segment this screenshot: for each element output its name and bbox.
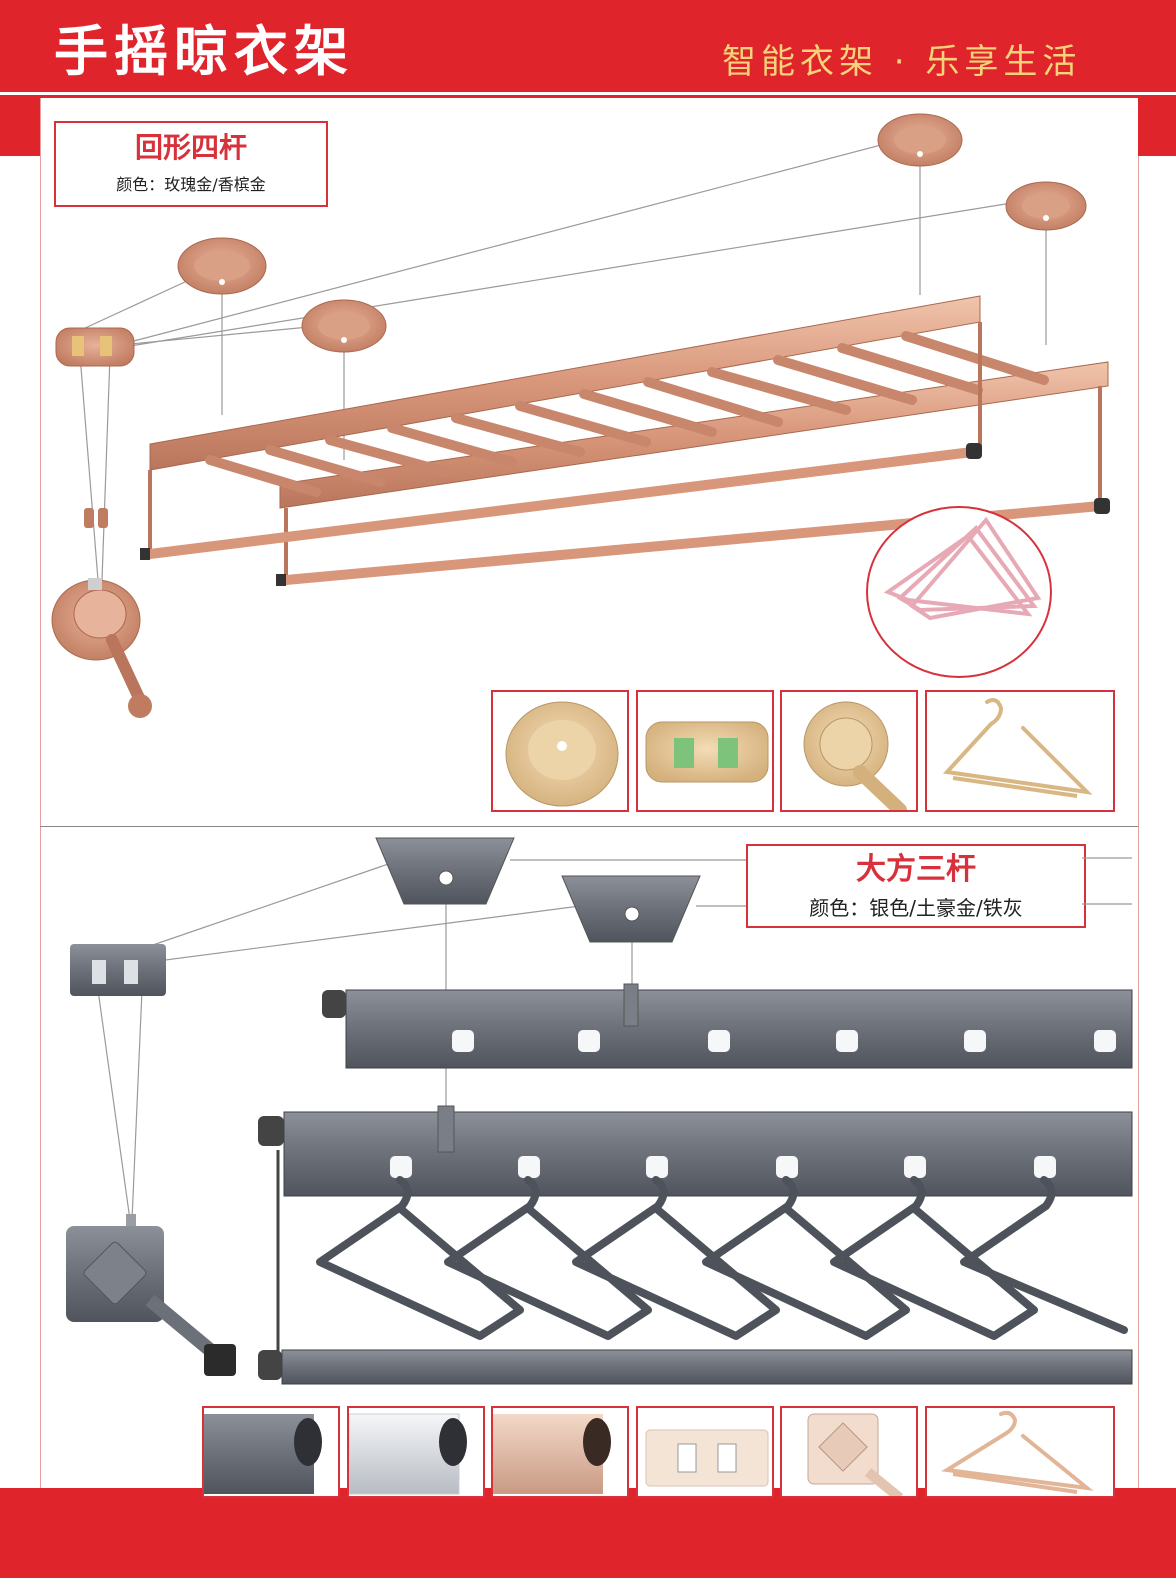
header-divider bbox=[0, 92, 1176, 95]
drying-rail bbox=[322, 983, 1133, 1069]
drying-rail bbox=[258, 1105, 1133, 1197]
page-title: 手摇晾衣架 bbox=[54, 20, 354, 83]
thumbnail-rail-silver-gray bbox=[202, 1406, 340, 1498]
hand-crank bbox=[66, 1214, 236, 1376]
hanger-icon bbox=[942, 698, 1093, 798]
section-divider bbox=[40, 826, 1138, 827]
thumbnail-hanger bbox=[925, 1406, 1115, 1498]
ceiling-disc bbox=[1005, 181, 1087, 231]
ceiling-disc bbox=[301, 299, 387, 353]
hand-crank-icon bbox=[807, 1413, 904, 1496]
pulley-block-icon bbox=[645, 721, 769, 783]
pulley-block bbox=[70, 944, 166, 996]
thumbnail-hand-crank bbox=[780, 1406, 918, 1498]
thumbnail-pulley-block bbox=[636, 690, 774, 812]
rail-profile-icon bbox=[349, 1413, 467, 1495]
pulley-block bbox=[55, 327, 135, 367]
ceiling-disc bbox=[177, 237, 267, 295]
product-colors: 颜色：银色/土豪金/铁灰 bbox=[809, 896, 1023, 920]
product-label-1: 回形四杆 颜色：玫瑰金/香槟金 bbox=[54, 121, 328, 207]
product-label-2: 大方三杆 颜色：银色/土豪金/铁灰 bbox=[746, 844, 1086, 928]
ceiling-mount bbox=[375, 837, 515, 905]
right-frame-line bbox=[1138, 156, 1139, 1488]
left-accent bbox=[0, 98, 40, 156]
product-name: 回形四杆 bbox=[134, 131, 247, 164]
ceiling-mount bbox=[561, 875, 701, 943]
hand-crank-icon bbox=[803, 701, 907, 810]
footer-bar bbox=[0, 1488, 1176, 1578]
drying-rail bbox=[258, 1349, 1133, 1385]
product-name: 大方三杆 bbox=[856, 852, 976, 887]
left-frame-line bbox=[40, 98, 41, 1488]
header-divider-red bbox=[0, 95, 1176, 98]
rail-profile-icon bbox=[204, 1414, 322, 1494]
thumbnail-hanger bbox=[925, 690, 1115, 812]
thumbnail-ceiling-seat bbox=[491, 690, 629, 812]
thumbnail-hand-crank bbox=[780, 690, 918, 812]
hanger-row bbox=[316, 1176, 1128, 1340]
hanger-icon bbox=[941, 1410, 1094, 1494]
thumbnail-pulley-block bbox=[636, 1406, 774, 1498]
hanger-inset bbox=[866, 506, 1052, 678]
slogan: 智能衣架 · 乐享生活 bbox=[722, 42, 1082, 82]
pulley-block-icon bbox=[645, 1429, 769, 1487]
rail-profile-icon bbox=[493, 1414, 611, 1494]
ceiling-seat-icon bbox=[505, 701, 619, 807]
hand-crank bbox=[51, 508, 152, 718]
header-bar bbox=[0, 0, 1176, 92]
thumbnail-rail-silver bbox=[347, 1406, 485, 1498]
thumbnail-rail-gold bbox=[491, 1406, 629, 1498]
hanger-icon bbox=[883, 516, 1042, 621]
right-accent bbox=[1138, 98, 1176, 156]
ceiling-disc bbox=[877, 113, 963, 167]
product-colors: 颜色：玫瑰金/香槟金 bbox=[116, 175, 266, 194]
